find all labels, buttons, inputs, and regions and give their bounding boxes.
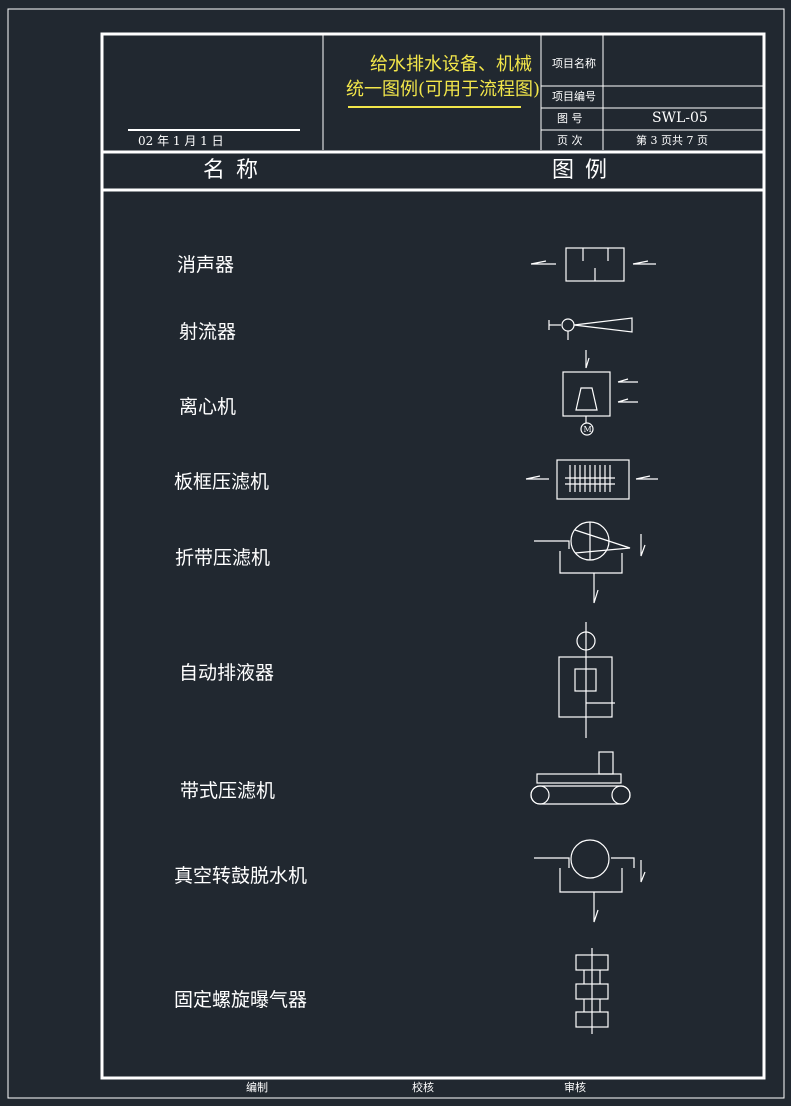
title-line-1: 给水排水设备、机械 — [370, 54, 532, 75]
centrifuge-symbol: M — [562, 350, 638, 436]
project-name-label: 项目名称 — [552, 57, 596, 70]
drawing-no-label: 图 号 — [557, 112, 583, 125]
signature-checked: 校核 — [412, 1081, 434, 1094]
item-name-belt-filter-press: 带式压滤机 — [180, 780, 276, 802]
page-label: 页 次 — [557, 134, 583, 147]
legend-column-header: 图 例 — [552, 158, 609, 183]
signature-drafted: 编制 — [246, 1081, 268, 1094]
plate-frame-filter-press-symbol — [525, 459, 658, 500]
item-name-centrifuge: 离心机 — [179, 396, 237, 418]
item-name-muffler: 消声器 — [177, 254, 235, 276]
folding-belt-filter-press-symbol — [534, 521, 646, 604]
date-text: 02 年 1 月 1 日 — [138, 134, 224, 148]
drawing-no-value: SWL-05 — [652, 110, 708, 126]
item-name-plate-frame-filter-press: 板框压滤机 — [174, 471, 270, 493]
vacuum-drum-dewaterer-symbol — [534, 839, 646, 923]
signature-approved: 审核 — [564, 1081, 586, 1094]
item-name-fixed-spiral-aerator: 固定螺旋曝气器 — [174, 989, 308, 1011]
svg-text:M: M — [584, 425, 592, 434]
automatic-drainer-symbol — [558, 622, 615, 738]
item-name-ejector: 射流器 — [179, 321, 237, 343]
name-column-header: 名 称 — [203, 158, 260, 183]
item-name-folding-belt-filter-press: 折带压滤机 — [175, 547, 271, 569]
item-name-automatic-drainer: 自动排液器 — [179, 662, 275, 684]
ejector-symbol — [548, 317, 633, 340]
belt-filter-press-symbol — [530, 751, 631, 805]
page-value: 第 3 页共 7 页 — [636, 134, 708, 147]
project-no-label: 项目编号 — [552, 90, 596, 103]
muffler-symbol — [530, 247, 656, 282]
item-name-vacuum-drum-dewaterer: 真空转鼓脱水机 — [174, 865, 308, 887]
title-line-2: 统一图例(可用于流程图) — [346, 79, 541, 100]
fixed-spiral-aerator-symbol — [575, 948, 609, 1034]
